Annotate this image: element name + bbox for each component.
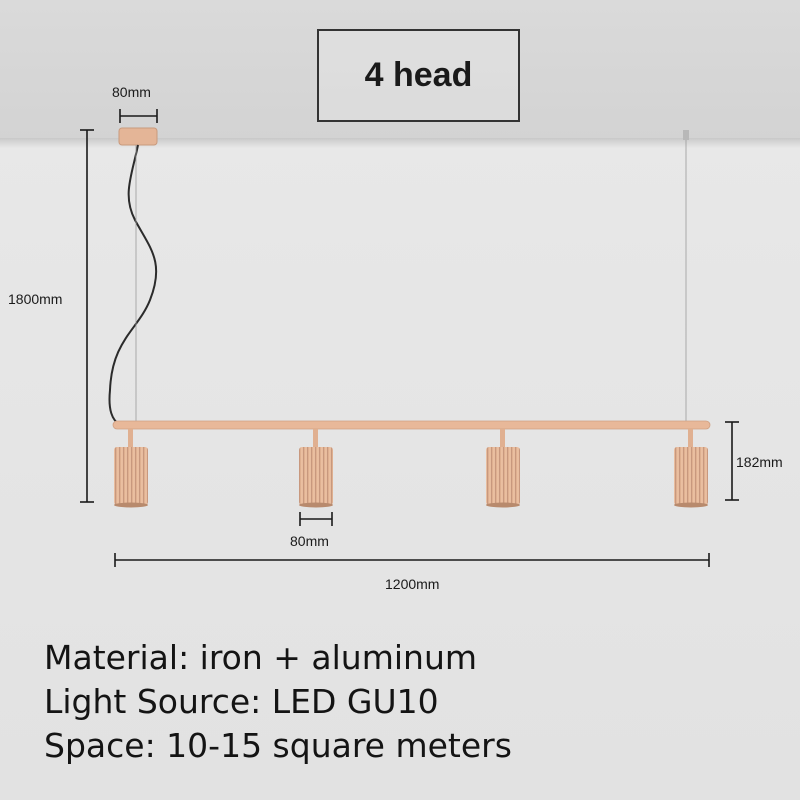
label-head-height: 182mm <box>736 454 783 470</box>
dim-canopy-width <box>119 109 158 123</box>
ceiling-anchor <box>683 130 689 140</box>
spec-list: Material: iron + aluminum Light Source: … <box>44 636 512 768</box>
power-cable <box>108 144 158 426</box>
title-box: 4 head <box>317 29 520 122</box>
lamp-head-3 <box>486 429 520 508</box>
lamp-bar <box>112 420 711 430</box>
lamp-head-4 <box>674 429 708 508</box>
spec-material: Material: iron + aluminum <box>44 638 478 677</box>
dim-head-width <box>299 512 333 526</box>
spec-space: Space: 10-15 square meters <box>44 726 512 765</box>
ceiling-canopy <box>118 127 158 146</box>
label-head-width: 80mm <box>290 533 329 549</box>
lamp-head-2 <box>299 429 333 508</box>
label-drop-height: 1800mm <box>8 291 63 307</box>
label-total-length: 1200mm <box>385 576 440 592</box>
dim-head-height <box>725 421 739 501</box>
dim-drop-height <box>80 129 94 503</box>
dim-total-length <box>114 553 710 567</box>
label-canopy-width: 80mm <box>112 84 151 100</box>
ceiling-edge <box>0 138 800 148</box>
lamp-head-1 <box>114 429 148 508</box>
spec-light-source: Light Source: LED GU10 <box>44 682 439 721</box>
